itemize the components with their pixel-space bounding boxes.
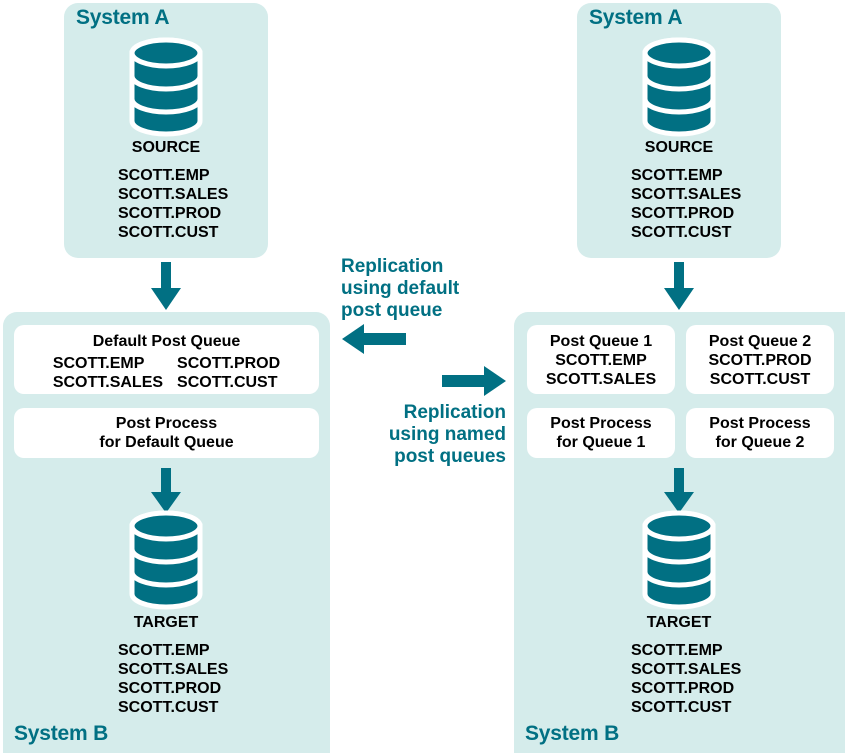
arrow-down-icon — [664, 262, 694, 310]
post-queue-2-title: Post Queue 2 — [708, 333, 812, 350]
table-name: SCOTT.PROD — [708, 352, 812, 369]
table-name: SCOTT.CUST — [631, 224, 732, 241]
arrow-down-icon — [151, 262, 181, 310]
arrow-down-icon — [151, 468, 181, 513]
default-post-process-line-1: Post Process — [115, 415, 218, 432]
table-name: SCOTT.PROD — [118, 680, 222, 697]
right-source-table-list: SCOTT.EMP SCOTT.SALES SCOTT.PROD SCOTT.C… — [631, 166, 741, 242]
table-name: SCOTT.SALES — [118, 186, 229, 203]
replication-default-line-3: post queue — [341, 300, 443, 321]
arrow-left-icon — [342, 324, 406, 354]
database-cylinder-icon — [641, 37, 717, 137]
table-name: SCOTT.SALES — [545, 371, 657, 388]
table-name: SCOTT.CUST — [118, 699, 219, 716]
left-target-table-list: SCOTT.EMP SCOTT.SALES SCOTT.PROD SCOTT.C… — [118, 641, 228, 717]
right-target-table-list: SCOTT.EMP SCOTT.SALES SCOTT.PROD SCOTT.C… — [631, 641, 741, 717]
left-target-panel-title: System B — [14, 722, 109, 745]
table-name: SCOTT.EMP — [631, 642, 723, 659]
table-name: SCOTT.EMP — [52, 355, 145, 372]
post-process-1-line-2: for Queue 1 — [556, 434, 646, 451]
table-name: SCOTT.CUST — [709, 371, 811, 388]
right-target-panel-title: System B — [525, 722, 620, 745]
default-post-queue-box[interactable]: Default Post Queue SCOTT.EMP SCOTT.SALES… — [14, 325, 319, 394]
table-name: SCOTT.EMP — [118, 642, 210, 659]
replication-named-line-1: Replication — [403, 402, 506, 423]
default-post-process-box[interactable]: Post Process for Default Queue — [14, 408, 319, 458]
replication-named-line-2: using named — [388, 424, 506, 445]
table-name: SCOTT.SALES — [631, 661, 742, 678]
replication-named-label: Replication using named post queues — [356, 402, 506, 468]
post-process-1-box[interactable]: Post Process for Queue 1 — [527, 408, 675, 458]
table-name: SCOTT.EMP — [118, 167, 210, 184]
right-source-panel-title: System A — [589, 6, 683, 29]
right-source-db-caption: SOURCE — [644, 139, 714, 156]
database-cylinder-icon — [128, 37, 204, 137]
arrow-right-icon — [442, 366, 506, 396]
table-name: SCOTT.EMP — [555, 352, 647, 369]
table-name: SCOTT.EMP — [631, 167, 723, 184]
left-target-db-caption: TARGET — [133, 614, 199, 631]
left-source-table-list: SCOTT.EMP SCOTT.SALES SCOTT.PROD SCOTT.C… — [118, 166, 228, 242]
right-target-db-caption: TARGET — [646, 614, 712, 631]
default-post-queue-title: Default Post Queue — [92, 333, 241, 350]
post-process-2-line-2: for Queue 2 — [715, 434, 805, 451]
arrow-down-icon — [664, 468, 694, 513]
post-queue-1-title: Post Queue 1 — [549, 333, 653, 350]
table-name: SCOTT.PROD — [177, 355, 281, 372]
post-queue-1-box[interactable]: Post Queue 1 SCOTT.EMP SCOTT.SALES — [527, 325, 675, 394]
post-process-2-line-1: Post Process — [709, 415, 811, 432]
default-post-process-line-2: for Default Queue — [99, 434, 234, 451]
table-name: SCOTT.CUST — [177, 374, 278, 391]
default-post-queue-tables: SCOTT.EMP SCOTT.SALES SCOTT.PROD SCOTT.C… — [14, 354, 319, 392]
table-name: SCOTT.SALES — [118, 661, 229, 678]
replication-default-label: Replication using default post queue — [341, 256, 459, 322]
replication-default-line-2: using default — [341, 278, 460, 299]
post-process-2-box[interactable]: Post Process for Queue 2 — [686, 408, 834, 458]
table-name: SCOTT.SALES — [631, 186, 742, 203]
post-queue-2-box[interactable]: Post Queue 2 SCOTT.PROD SCOTT.CUST — [686, 325, 834, 394]
database-cylinder-icon — [128, 510, 204, 610]
replication-default-line-1: Replication — [341, 256, 444, 277]
table-name: SCOTT.PROD — [118, 205, 222, 222]
table-name: SCOTT.CUST — [631, 699, 732, 716]
database-cylinder-icon — [641, 510, 717, 610]
default-post-queue-column-right: SCOTT.PROD SCOTT.CUST — [177, 354, 280, 392]
left-source-db-caption: SOURCE — [131, 139, 201, 156]
post-process-1-line-1: Post Process — [550, 415, 652, 432]
table-name: SCOTT.PROD — [631, 680, 735, 697]
replication-named-line-3: post queues — [394, 446, 506, 467]
table-name: SCOTT.SALES — [52, 374, 164, 391]
table-name: SCOTT.PROD — [631, 205, 735, 222]
left-source-panel-title: System A — [76, 6, 170, 29]
default-post-queue-column-left: SCOTT.EMP SCOTT.SALES — [53, 354, 163, 392]
table-name: SCOTT.CUST — [118, 224, 219, 241]
